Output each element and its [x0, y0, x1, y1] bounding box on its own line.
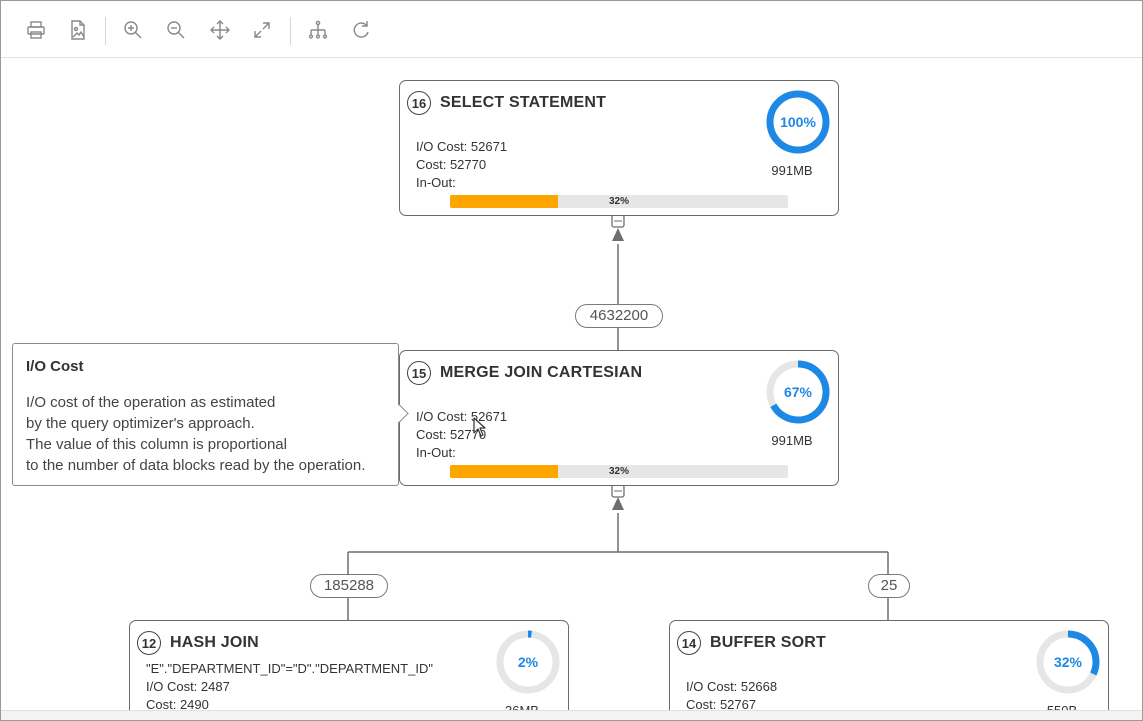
- node-io-cost: I/O Cost: 52671: [416, 139, 508, 154]
- node-in-out: In-Out:: [416, 175, 456, 190]
- plan-node-select-statement[interactable]: 16 SELECT STATEMENT I/O Cost: 52671 Cost…: [399, 80, 839, 216]
- progress-label: 32%: [608, 196, 629, 207]
- tooltip-line: by the query optimizer's approach.: [26, 415, 255, 432]
- layout-button[interactable]: [303, 15, 333, 45]
- cost-donut-chart: [766, 90, 830, 154]
- plan-node-buffer-sort[interactable]: 14 BUFFER SORT I/O Cost: 52668 Cost: 527…: [669, 620, 1109, 720]
- node-id-badge: 12: [137, 631, 161, 655]
- edge-arrow-to-15: [612, 497, 624, 510]
- edge-label-rows: 25: [868, 574, 910, 598]
- in-out-progress-bar: 32%: [450, 195, 788, 208]
- node-id-badge: 16: [407, 91, 431, 115]
- node-cost: Cost: 52770: [416, 157, 487, 172]
- node-cost: Cost: 52767: [686, 697, 757, 712]
- refresh-icon: [353, 21, 369, 38]
- node-memory: 991MB: [771, 433, 813, 448]
- plan-canvas[interactable]: 4632200 185288 25 16 SELECT STATEMENT I/…: [1, 58, 1142, 720]
- edge-label-rows: 4632200: [575, 304, 663, 328]
- node-cost: Cost: 52770: [416, 427, 487, 442]
- tooltip-line: to the number of data blocks read by the…: [26, 457, 366, 474]
- cost-donut-chart: [766, 360, 830, 424]
- fit-to-screen-button[interactable]: [247, 15, 277, 45]
- print-button[interactable]: [21, 15, 51, 45]
- toolbar: [1, 1, 1142, 58]
- node-io-cost: I/O Cost: 52668: [686, 679, 778, 694]
- node-title: BUFFER SORT: [710, 634, 826, 651]
- zoom-out-button[interactable]: [161, 15, 191, 45]
- in-out-progress-bar: 32%: [450, 465, 788, 478]
- tooltip-line: The value of this column is proportional: [26, 436, 287, 453]
- cost-percent: 100%: [780, 114, 816, 130]
- toolbar-separator: [105, 17, 106, 45]
- node-in-out: In-Out:: [416, 445, 456, 460]
- donut-arc: [496, 630, 560, 694]
- plan-node-merge-join-cartesian[interactable]: 15 MERGE JOIN CARTESIAN I/O Cost: 52671 …: [399, 350, 839, 486]
- node-cost: Cost: 2490: [146, 697, 209, 712]
- fit-to-screen-icon: [254, 22, 270, 38]
- progress-label: 32%: [608, 466, 629, 477]
- pan-move-icon: [210, 20, 230, 40]
- cost-donut-chart: [1036, 630, 1100, 694]
- node-title: SELECT STATEMENT: [440, 94, 607, 111]
- donut-arc: [766, 360, 830, 424]
- node-id-badge: 14: [677, 631, 701, 655]
- cost-percent: 67%: [783, 384, 813, 400]
- export-image-button[interactable]: [63, 15, 93, 45]
- tooltip-body: I/O cost of the operation as estimated b…: [26, 392, 365, 476]
- edge-label-rows: 185288: [310, 574, 388, 598]
- zoom-in-button[interactable]: [118, 15, 148, 45]
- node-io-cost[interactable]: I/O Cost: 52671: [416, 409, 508, 424]
- cost-percent: 32%: [1053, 654, 1083, 670]
- donut-arc: [766, 90, 830, 154]
- zoom-in-icon: [124, 21, 142, 39]
- tooltip-line: I/O cost of the operation as estimated: [26, 394, 276, 411]
- progress-fill: [450, 195, 559, 208]
- node-predicate: "E"."DEPARTMENT_ID"="D"."DEPARTMENT_ID": [146, 661, 433, 676]
- edge-arrow-15-to-16: [612, 228, 624, 241]
- refresh-button[interactable]: [346, 15, 376, 45]
- plan-node-hash-join[interactable]: 12 HASH JOIN "E"."DEPARTMENT_ID"="D"."DE…: [129, 620, 569, 720]
- tooltip-title: I/O Cost: [26, 358, 84, 375]
- hierarchy-layout-icon: [308, 20, 328, 39]
- io-cost-tooltip: I/O Cost I/O cost of the operation as es…: [12, 343, 409, 486]
- node-io-cost: I/O Cost: 2487: [146, 679, 230, 694]
- toolbar-separator: [290, 17, 291, 45]
- horizontal-scrollbar[interactable]: [1, 710, 1142, 720]
- node-title: HASH JOIN: [170, 634, 259, 651]
- progress-fill: [450, 465, 559, 478]
- pan-button[interactable]: [205, 15, 235, 45]
- mouse-cursor-icon: [473, 417, 486, 437]
- node-title: MERGE JOIN CARTESIAN: [440, 364, 643, 381]
- node-memory: 991MB: [771, 163, 813, 178]
- cost-percent: 2%: [517, 654, 539, 670]
- zoom-out-icon: [167, 21, 185, 39]
- cost-donut-chart: [496, 630, 560, 694]
- printer-icon: [27, 21, 45, 39]
- donut-arc: [1036, 630, 1100, 694]
- node-id-badge: 15: [407, 361, 431, 385]
- export-image-icon: [71, 20, 85, 40]
